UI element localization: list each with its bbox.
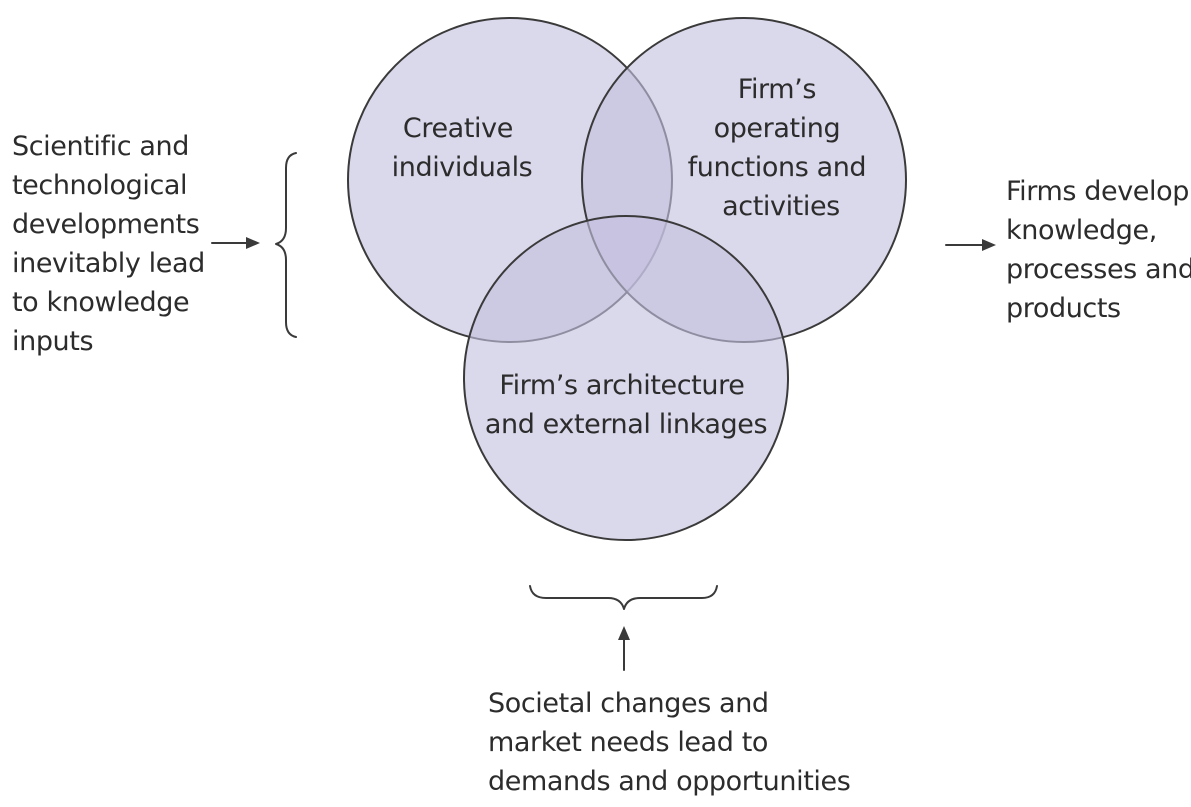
- left-curly-brace: [275, 152, 297, 338]
- circle-architecture-linkages: [463, 215, 789, 541]
- architecture-linkages-label: Firm’s architecture and external linkage…: [485, 370, 767, 440]
- right-output-arrow: [945, 239, 996, 251]
- scientific-input-text: Scientific and technological development…: [12, 131, 213, 357]
- bottom-input-arrow: [618, 626, 630, 671]
- bottom-curly-brace: [529, 585, 718, 610]
- societal-input-text: Societal changes and market needs lead t…: [488, 688, 850, 797]
- output-text: Firms develop knowledge, processes and p…: [1006, 176, 1191, 324]
- creative-individuals-label: Creative individuals: [392, 113, 533, 183]
- left-input-arrow: [211, 237, 260, 249]
- operating-functions-label: Firm’s operating functions and activitie…: [688, 74, 875, 222]
